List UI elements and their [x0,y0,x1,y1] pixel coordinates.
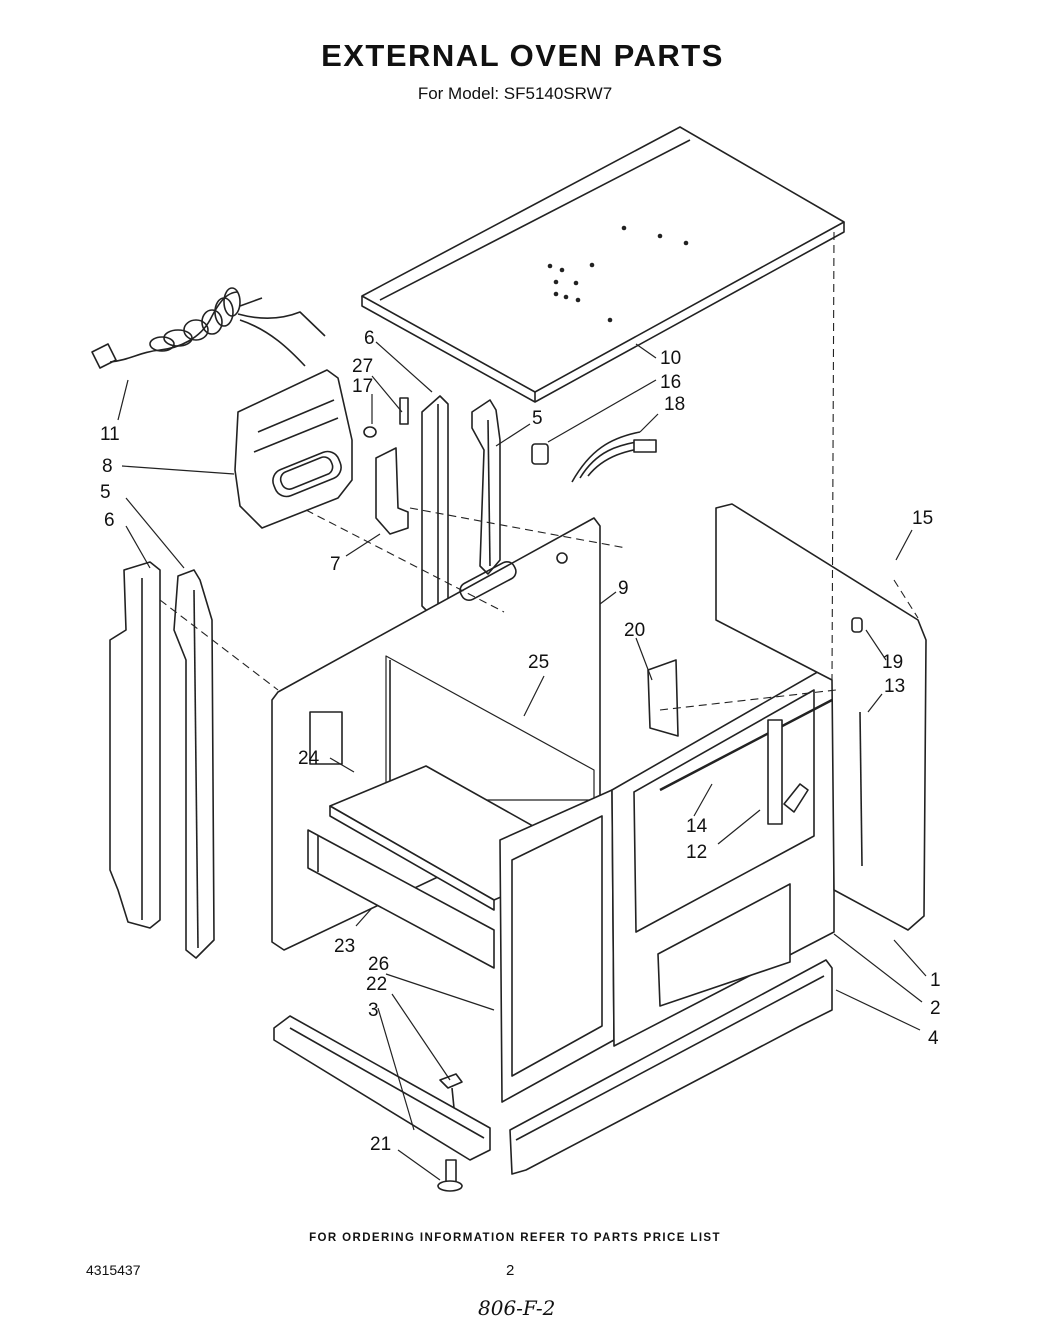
callout-23: 23 [334,936,355,957]
callout-22: 22 [366,974,387,995]
part-upper-side-rails [421,395,501,615]
callout-11: 11 [100,424,120,445]
assembly-guide-lines [159,231,919,711]
callout-6a: 6 [104,510,115,531]
callout-labels: 1 2 3 4 5 5 6 6 7 8 9 10 11 12 13 14 15 … [100,328,941,1155]
callout-17: 17 [352,376,373,397]
part-rear-side-panel [715,503,927,931]
part-lower-side-rails [109,561,215,959]
page-title: EXTERNAL OVEN PARTS [321,38,724,73]
ordering-note: FOR ORDERING INFORMATION REFER TO PARTS … [309,1232,721,1244]
callout-14: 14 [686,816,708,837]
part-base-rail [273,1015,491,1161]
callout-21: 21 [370,1134,391,1155]
callout-16: 16 [660,372,681,393]
part-bracket-20 [647,659,679,737]
document-number: 4315437 [86,1262,141,1278]
callout-26: 26 [368,954,389,975]
callout-12: 12 [686,842,707,863]
part-front-frame [499,789,615,1103]
part-lower-bracket [307,829,495,969]
callout-27: 27 [352,356,373,377]
callout-5a: 5 [100,482,111,503]
model-subtitle: For Model: SF5140SRW7 [417,84,613,103]
callout-18: 18 [664,394,685,415]
callout-leaders [117,341,927,1181]
callout-19: 19 [882,652,903,673]
part-side-panel [611,665,835,1047]
part-kick-panel [509,959,833,1175]
handwritten-note: 806-F-2 [478,1296,556,1320]
callout-9: 9 [618,578,629,599]
callout-6b: 6 [364,328,375,349]
callout-15: 15 [912,508,933,529]
callout-20: 20 [624,620,645,641]
callout-13: 13 [884,676,905,697]
part-clip-and-leg [437,1073,463,1192]
callout-2: 2 [930,998,941,1019]
callout-10: 10 [660,348,681,369]
part-back-cover [234,369,353,529]
part-power-cord [91,287,326,369]
page-number: 2 [506,1262,515,1279]
callout-3: 3 [368,1000,379,1021]
callout-25: 25 [528,652,549,673]
callout-24: 24 [298,748,320,769]
callout-8: 8 [102,456,113,477]
callout-5b: 5 [532,408,543,429]
part-top-panel [361,126,845,403]
callout-1: 1 [930,970,941,991]
part-switch-wiring [531,431,657,483]
part-small-brackets [363,397,409,535]
callout-4: 4 [928,1028,939,1049]
callout-7: 7 [330,554,341,575]
